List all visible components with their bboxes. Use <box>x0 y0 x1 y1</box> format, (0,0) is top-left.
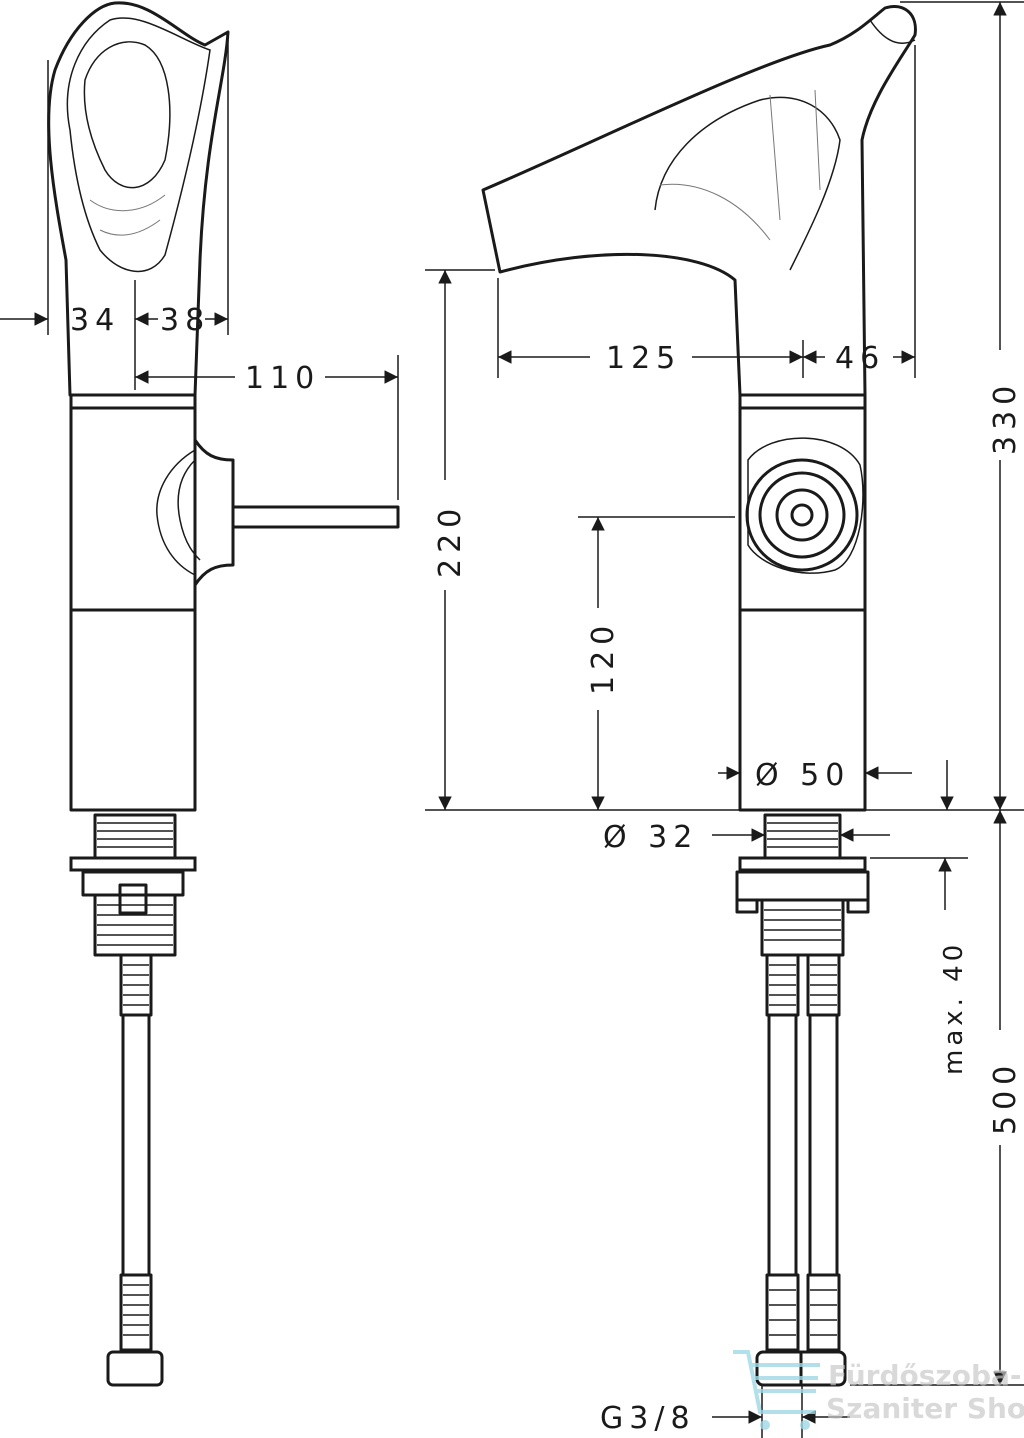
dim-500-label: 500 <box>988 1060 1023 1135</box>
side-hose <box>121 1013 151 1277</box>
dim-g38-label: G3/8 <box>600 1401 696 1436</box>
cart-icon <box>733 1350 820 1414</box>
front-view-faucet <box>481 5 917 1387</box>
front-lever-disc <box>745 458 859 572</box>
side-dimensions: 34 38 110 <box>0 40 399 500</box>
dim-330-label: 330 <box>988 380 1023 455</box>
front-spout <box>481 5 917 397</box>
dim-220-label: 220 <box>433 503 468 578</box>
side-lever <box>231 505 400 529</box>
dim-max40-label: max. 40 <box>939 941 969 1075</box>
front-hoses <box>755 953 847 1387</box>
dim-125-label: 125 <box>606 341 681 376</box>
dim-34-label: 34 <box>70 303 120 338</box>
front-dimensions: 125 46 330 220 120 Ø 50 Ø 32 max. 4 <box>425 1 1024 1438</box>
dim-d32-label: Ø 32 <box>603 820 698 855</box>
side-collar <box>69 393 197 410</box>
dim-38-label: 38 <box>160 303 210 338</box>
side-view-faucet <box>47 1 400 1387</box>
side-lever-base <box>193 439 235 586</box>
side-spout <box>47 1 230 397</box>
dim-120-label: 120 <box>586 620 621 695</box>
watermark-line1: Fürdőszoba- <box>828 1359 1022 1392</box>
dim-46-label: 46 <box>835 341 885 376</box>
watermark: Fürdőszoba- Szaniter Shop <box>733 1350 1024 1430</box>
dim-d50-label: Ø 50 <box>755 758 850 793</box>
watermark-line2: Szaniter Shop <box>826 1392 1024 1425</box>
dim-110-label: 110 <box>245 361 320 396</box>
